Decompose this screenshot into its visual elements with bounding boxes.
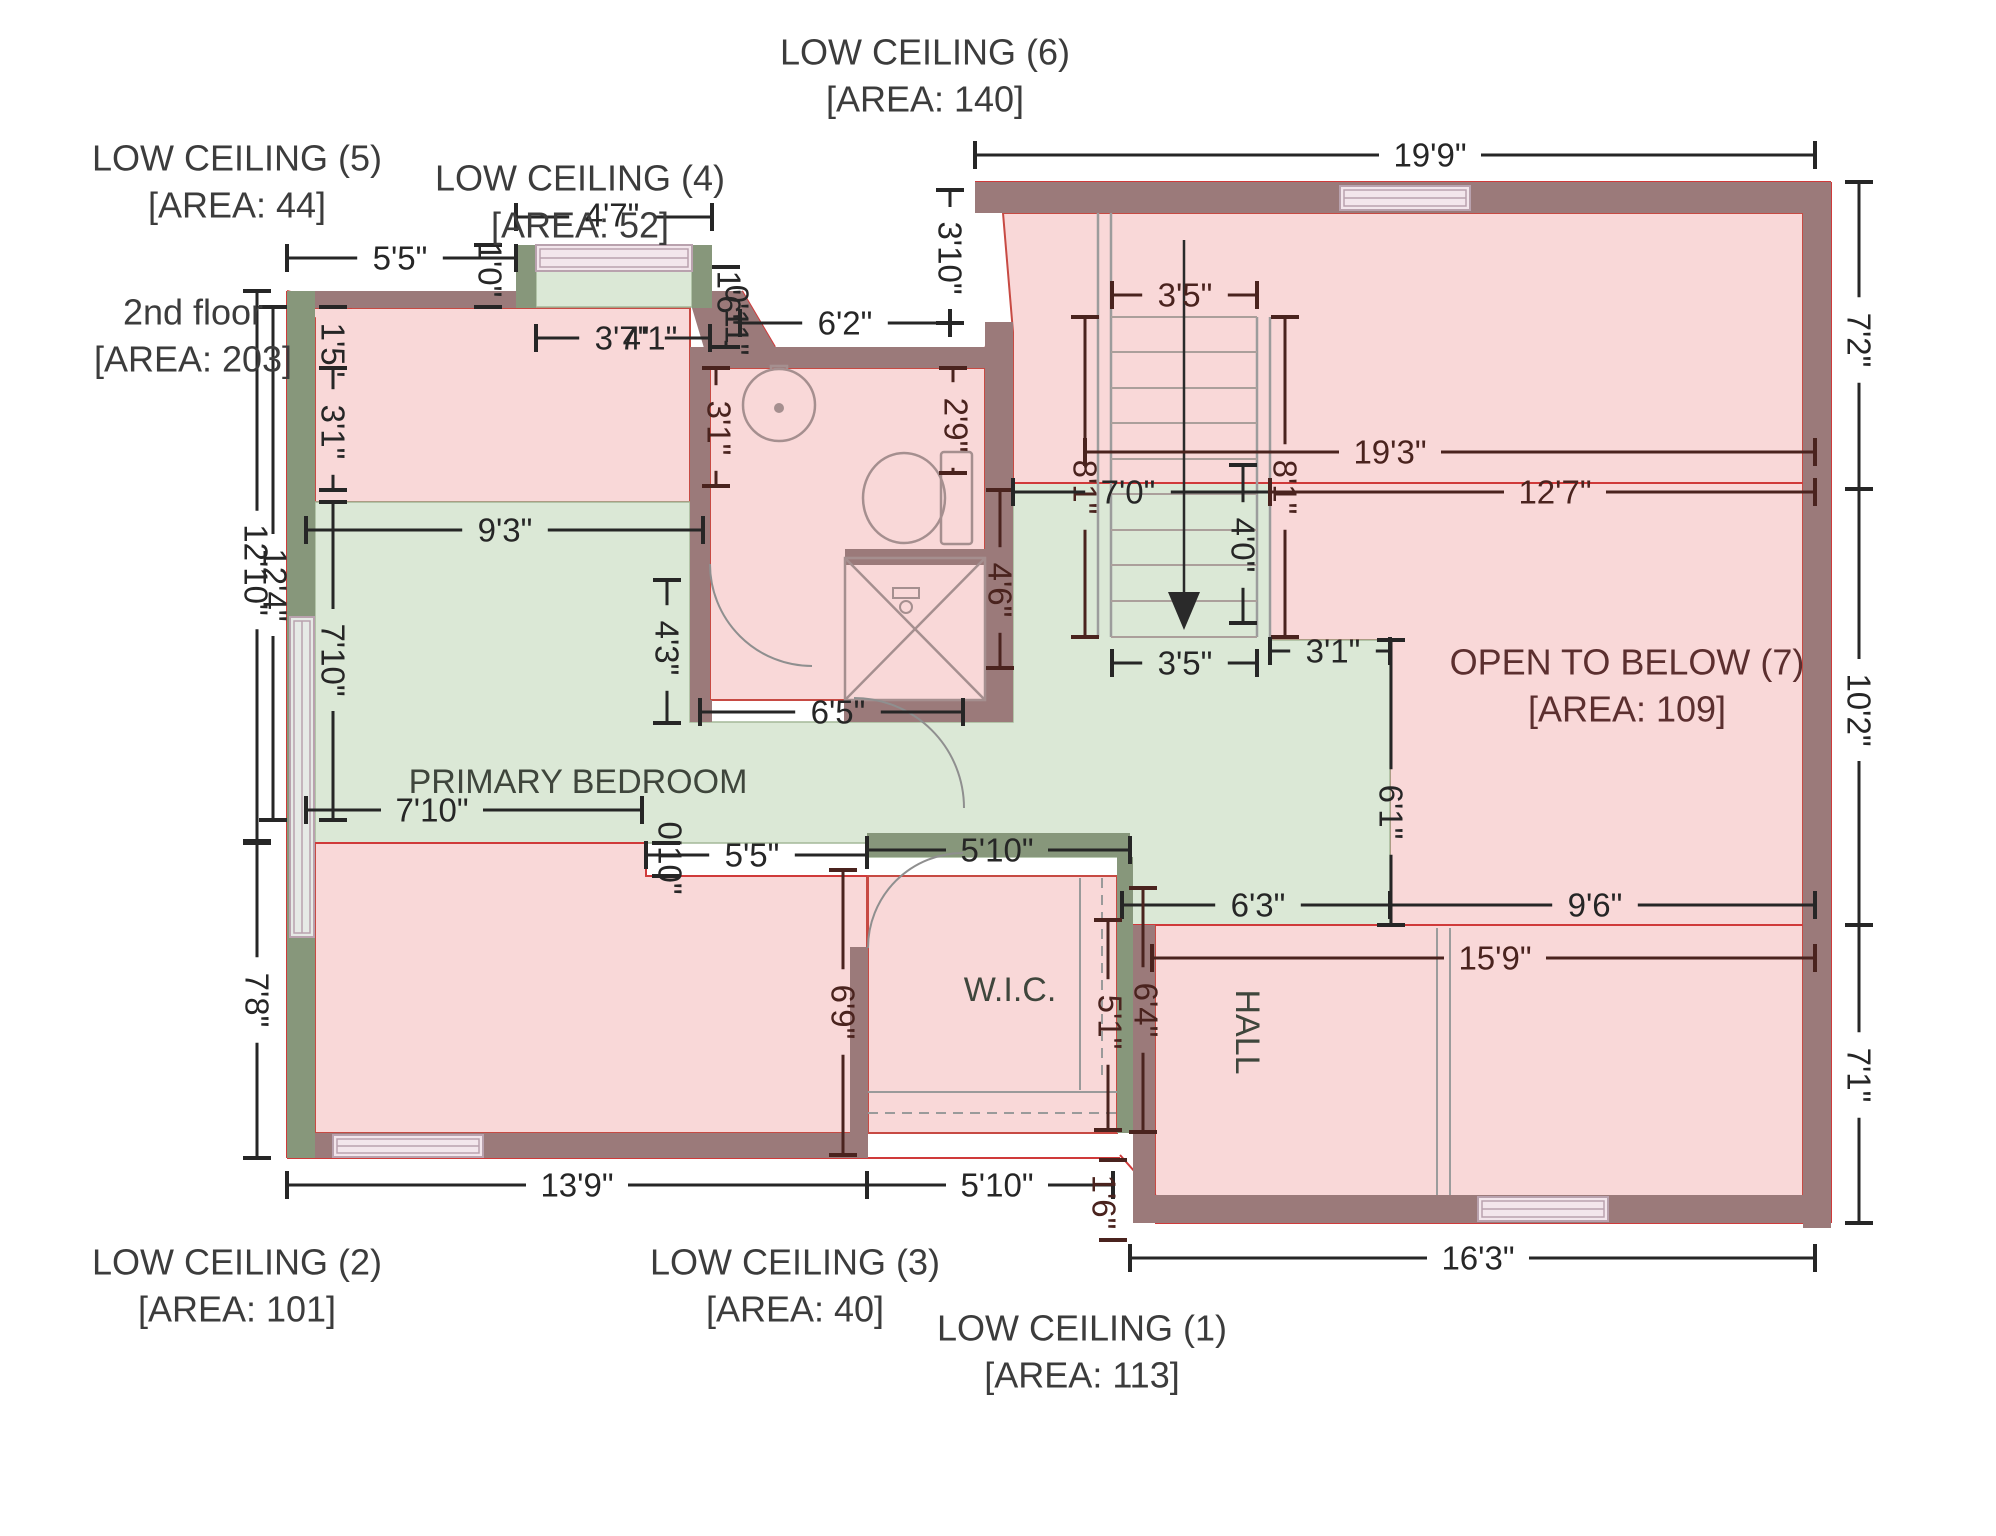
label-low-ceiling-2: LOW CEILING (2) — [92, 1242, 382, 1283]
dim-label: 6'3" — [1231, 887, 1286, 924]
wall-wic-left — [850, 947, 868, 1133]
dim-label: 5'10" — [960, 832, 1033, 869]
label-low-ceiling-4: [AREA: 52] — [491, 205, 669, 246]
wall-block-right — [692, 245, 712, 308]
shower-icon — [843, 556, 987, 702]
dim-label: 7'0" — [1101, 474, 1156, 511]
dim-label: 3'5" — [1158, 277, 1213, 314]
dim-label: 0'10" — [652, 821, 689, 894]
region-low-ceiling-4-block — [535, 266, 693, 308]
dim-label: 6'9" — [825, 985, 862, 1040]
dim-label: 4'1" — [623, 320, 678, 357]
dim-label: 6'5" — [811, 694, 866, 731]
dim-label: 12'10" — [238, 524, 275, 615]
region-low-ceiling-2 — [314, 842, 868, 1134]
dim-label: 4'3" — [649, 621, 686, 676]
dim-label: 7'10" — [315, 623, 352, 696]
label-2nd-floor: [AREA: 203] — [94, 339, 292, 380]
dim-label: 1'6" — [1086, 1175, 1123, 1230]
shower-x-line — [844, 557, 986, 701]
dim-label: 5'5" — [373, 240, 428, 277]
dim-label: 9'3" — [478, 512, 533, 549]
label-low-ceiling-2: [AREA: 101] — [138, 1289, 336, 1330]
label-low-ceiling-1: [AREA: 113] — [984, 1355, 1179, 1396]
dim-label: 0'11" — [719, 285, 756, 356]
dim-label: 16'3" — [1441, 1240, 1514, 1277]
label-low-ceiling-3: LOW CEILING (3) — [650, 1242, 940, 1283]
dim-label: 3'10" — [932, 221, 969, 294]
stair-down-arrow-icon — [1168, 592, 1200, 630]
wall-elbow-bath-top — [692, 291, 985, 368]
dim-label: 1'0" — [472, 243, 509, 298]
dim-label: 3'1" — [315, 405, 352, 460]
toilet-bowl-icon — [861, 451, 947, 545]
dim-label: 1'6" — [711, 271, 748, 326]
shower-head-icon — [892, 587, 920, 599]
wall-bath-left — [690, 347, 710, 700]
dim-label: 4'7" — [585, 197, 640, 234]
dim-label: 19'3" — [1353, 434, 1426, 471]
label-2nd-floor: 2nd floor — [123, 292, 263, 333]
dim-label: 13'9" — [540, 1167, 613, 1204]
label-low-ceiling-5: LOW CEILING (5) — [92, 138, 382, 179]
dim-label: 8'1" — [1067, 460, 1104, 515]
dim-label: 7'2" — [1841, 313, 1878, 368]
dim-label: 12'4" — [257, 548, 294, 621]
label-low-ceiling-4: LOW CEILING (4) — [435, 158, 725, 199]
label-low-ceiling-6: LOW CEILING (6) — [780, 32, 1070, 73]
dim-label: 8'1" — [1267, 460, 1304, 515]
dim-label: 7'1" — [1841, 1048, 1878, 1103]
door-wic — [867, 852, 964, 949]
dim-label: 12'7" — [1518, 474, 1591, 511]
toilet-tank-icon — [939, 450, 974, 546]
dim-label: 6'4" — [1128, 983, 1165, 1038]
wall-wic-top — [867, 833, 1130, 857]
label-primary-bedroom: PRIMARY BEDROOM — [409, 763, 748, 801]
dim-label: 10'2" — [1841, 673, 1878, 746]
dim-label: 4'6" — [982, 563, 1019, 618]
wall-top-left — [287, 291, 516, 308]
label-open-to-below: [AREA: 109] — [1528, 689, 1726, 730]
label-open-to-below: OPEN TO BELOW (7) — [1450, 642, 1805, 683]
wall-block-left — [516, 245, 536, 308]
label-low-ceiling-5: [AREA: 44] — [148, 185, 326, 226]
dim-label: 3'7" — [595, 320, 650, 357]
dim-label: 7'10" — [395, 792, 468, 829]
dim-label: 15'9" — [1458, 940, 1531, 977]
door-bathroom — [709, 563, 813, 667]
dim-label: 5'10" — [960, 1167, 1033, 1204]
door-bedroom-hall — [853, 697, 965, 809]
wall-wic-right — [1117, 857, 1133, 1133]
wall-right — [1803, 182, 1831, 1228]
dim-label: 6'1" — [1373, 785, 1410, 840]
dim-label: 7'8" — [239, 973, 276, 1028]
dim-label: 5'5" — [725, 837, 780, 874]
dim-label: 3'5" — [1158, 645, 1213, 682]
dim-label: 9'6" — [1568, 887, 1623, 924]
label-low-ceiling-6: [AREA: 140] — [826, 79, 1024, 120]
label-wic: W.I.C. — [964, 971, 1057, 1009]
label-low-ceiling-3: [AREA: 40] — [706, 1289, 884, 1330]
label-low-ceiling-1: LOW CEILING (1) — [937, 1308, 1227, 1349]
dim-label: 3'1" — [1306, 633, 1361, 670]
shower-drop-icon — [899, 600, 913, 614]
sink-drain-icon — [774, 403, 784, 413]
dim-label: 5'1" — [1092, 995, 1129, 1050]
dim-label: 4'0" — [1225, 518, 1262, 573]
dim-label: 19'9" — [1393, 137, 1466, 174]
dim-label: 6'2" — [818, 305, 873, 342]
label-hall: HALL — [1228, 989, 1266, 1074]
dim-label: 3'1" — [701, 401, 738, 456]
dim-label: 2'9" — [938, 398, 975, 453]
